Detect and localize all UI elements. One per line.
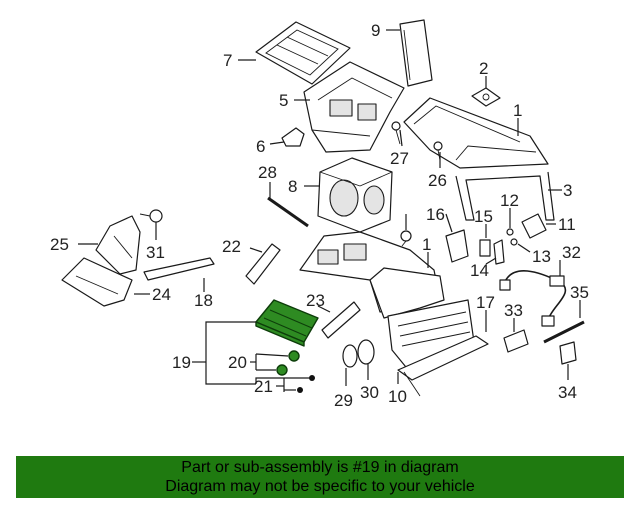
callout-21[interactable]: 21 [254, 377, 273, 396]
part-28-rod[interactable] [267, 196, 309, 228]
notice-line-1: Part or sub-assembly is #19 in diagram [181, 459, 459, 476]
part-33-connector[interactable] [503, 329, 529, 353]
callout-31[interactable]: 31 [146, 243, 165, 262]
part-3-frame[interactable] [455, 171, 555, 221]
part-13-clip[interactable] [510, 238, 518, 246]
callout-6[interactable]: 6 [256, 137, 265, 156]
callout-16[interactable]: 16 [426, 205, 445, 224]
callout-18[interactable]: 18 [194, 291, 213, 310]
callout-15[interactable]: 15 [474, 207, 493, 226]
exploded-parts-diagram: 1 2 3 5 6 7 8 9 10 11 12 13 14 15 16 17 … [50, 19, 589, 410]
leader-21-bracket [276, 378, 296, 392]
part-23-bracket[interactable] [321, 301, 361, 339]
part-6-bracket[interactable] [281, 127, 305, 147]
callout-20[interactable]: 20 [228, 353, 247, 372]
part-5-upper-housing[interactable] [303, 61, 405, 153]
part-16-sensor[interactable] [445, 229, 469, 263]
callout-8[interactable]: 8 [288, 177, 297, 196]
callout-30[interactable]: 30 [360, 383, 379, 402]
leader-27 [399, 129, 403, 147]
callout-27[interactable]: 27 [390, 149, 409, 168]
leader-23 [317, 305, 331, 313]
part-20-cap[interactable] [276, 350, 300, 376]
callout-23[interactable]: 23 [306, 291, 325, 310]
part-22-bracket[interactable] [245, 243, 281, 285]
part-21-screws[interactable] [297, 375, 315, 393]
notice-banner: Part or sub-assembly is #19 in diagram D… [16, 456, 624, 498]
part-31-bolt[interactable] [139, 209, 163, 223]
leader-20-bracket [250, 353, 289, 371]
callout-26[interactable]: 26 [428, 171, 447, 190]
callout-2[interactable]: 2 [479, 59, 488, 78]
part-24-tray[interactable] [61, 257, 133, 307]
part-10-heater-core[interactable] [397, 335, 489, 397]
callout-17[interactable]: 17 [476, 293, 495, 312]
leader-22 [249, 247, 263, 253]
leader-13 [517, 243, 531, 253]
part-1-duct[interactable] [403, 97, 549, 169]
callout-24[interactable]: 24 [152, 285, 171, 304]
callout-10[interactable]: 10 [388, 387, 407, 406]
part-12-clip[interactable] [506, 228, 514, 236]
part-26-screw[interactable] [433, 141, 443, 161]
notice-line-2: Diagram may not be specific to your vehi… [165, 478, 475, 495]
callout-12[interactable]: 12 [500, 191, 519, 210]
callout-9[interactable]: 9 [371, 21, 380, 40]
part-4-screw[interactable] [400, 230, 412, 247]
leader-19-bracket [192, 321, 310, 385]
part-8-blower-housing[interactable] [317, 157, 393, 233]
callout-29[interactable]: 29 [334, 391, 353, 410]
part-1-lower-housing[interactable] [299, 231, 445, 319]
callout-28[interactable]: 28 [258, 163, 277, 182]
callout-11[interactable]: 11 [558, 215, 576, 234]
part-14-actuator-clip[interactable] [493, 239, 505, 265]
callout-25[interactable]: 25 [50, 235, 69, 254]
leader-6 [269, 141, 285, 145]
callout-32[interactable]: 32 [562, 243, 581, 262]
part-9-cover-panel[interactable] [399, 19, 433, 87]
callout-1-lower[interactable]: 1 [422, 235, 431, 254]
callout-7[interactable]: 7 [223, 51, 232, 70]
callout-22[interactable]: 22 [222, 237, 241, 256]
callout-34[interactable]: 34 [558, 383, 577, 402]
part-34-connector[interactable] [559, 341, 577, 365]
part-32-wiring-harness[interactable] [499, 270, 567, 327]
part-35-rod[interactable] [543, 320, 585, 344]
callout-19[interactable]: 19 [172, 353, 191, 372]
part-7-filter-frame[interactable] [255, 21, 351, 85]
callout-3[interactable]: 3 [563, 181, 572, 200]
callout-1[interactable]: 1 [513, 101, 522, 120]
part-19-cabin-filter[interactable] [255, 299, 319, 347]
part-25-mount-bracket[interactable] [95, 215, 141, 275]
leader-14 [485, 257, 497, 265]
part-29-seal[interactable] [342, 344, 358, 368]
callout-35[interactable]: 35 [570, 283, 589, 302]
part-15-connector[interactable] [479, 239, 491, 257]
callout-5[interactable]: 5 [279, 91, 288, 110]
part-2-clip[interactable] [471, 87, 501, 107]
callout-13[interactable]: 13 [532, 247, 551, 266]
part-18-strip[interactable] [143, 257, 215, 281]
callout-33[interactable]: 33 [504, 301, 523, 320]
leader-16 [445, 213, 453, 233]
part-11-actuator[interactable] [521, 213, 547, 239]
part-30-seal[interactable] [357, 339, 375, 365]
part-27-screw[interactable] [391, 121, 401, 145]
callout-14[interactable]: 14 [470, 261, 489, 280]
